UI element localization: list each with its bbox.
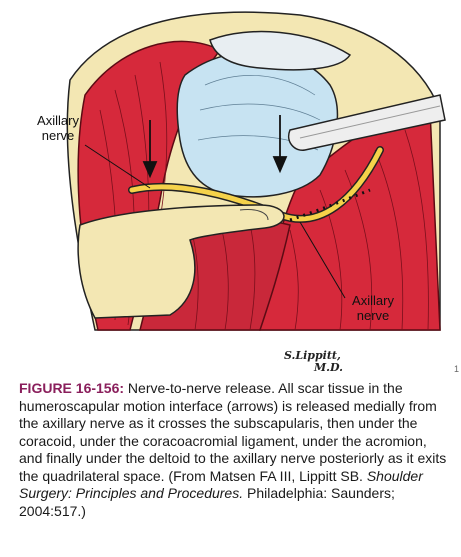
figure-number: FIGURE 16-156: (19, 380, 125, 396)
motion-interface-arrows (142, 115, 288, 179)
caption-text-part1: Nerve-to-nerve release. All scar tissue … (19, 380, 447, 484)
acromion (209, 30, 352, 71)
margin-mark: 1 (454, 364, 460, 374)
caption-text-part2: Philadelphia: Saunders; 2004:517.) (19, 485, 395, 519)
illustrator-signature: S.Lippitt, M.D. (284, 350, 343, 374)
shoulder-illustration (66, 11, 446, 331)
axillary-nerve-label-top: Axillary nerve (37, 113, 79, 143)
fingernail (239, 209, 269, 221)
retractor-highlight (299, 105, 441, 139)
axillary-nerve-label-bottom: Axillary nerve (352, 293, 394, 323)
surgeon-finger (77, 204, 285, 319)
signature-name: S.Lippitt, (284, 349, 341, 362)
leader-line-bottom (299, 221, 346, 299)
nerve-dotted-path (289, 188, 371, 222)
figure-caption: FIGURE 16-156: Nerve-to-nerve release. A… (19, 380, 451, 520)
caption-book-title: Shoulder Surgery: Principles and Procedu… (19, 467, 423, 502)
leader-line-top (84, 144, 151, 189)
signature-credential: M.D. (314, 361, 343, 374)
shoulder-anatomy-drawing (66, 11, 446, 331)
